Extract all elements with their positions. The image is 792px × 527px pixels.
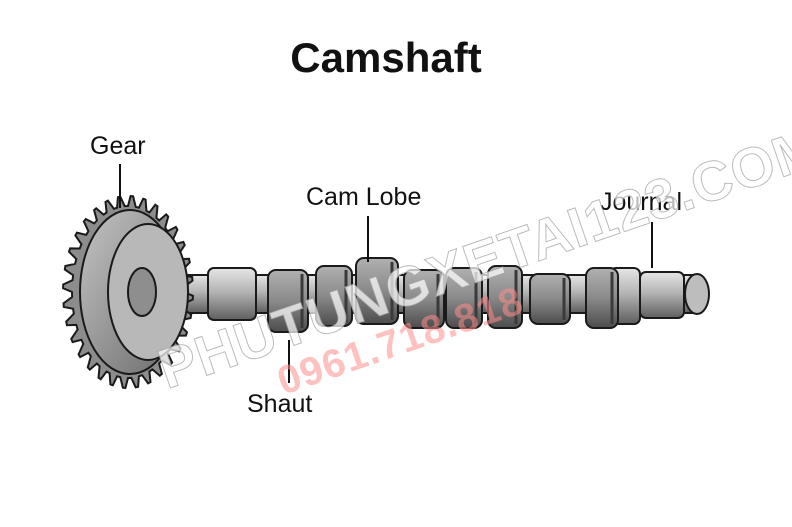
label-journal: Journal [600,188,682,216]
cam-lobes [267,257,619,333]
label-gear: Gear [90,132,146,160]
cam-lobe-1 [267,269,309,333]
diagram-title: Camshaft [290,34,482,81]
cam-lobe-4 [403,269,445,329]
cam-lobe-5 [445,267,483,329]
cam-lobe-7 [529,273,571,325]
label-cam-lobe: Cam Lobe [306,183,422,211]
label-shaut: Shaut [247,390,313,418]
gear-hub [127,267,157,317]
cam-lobe-6 [487,265,523,329]
gear [62,195,194,389]
journal-1 [207,267,257,321]
cam-lobe-2 [315,265,353,327]
journal-3 [639,271,685,319]
shaft-end [684,273,710,315]
cam-lobe-8 [585,267,619,329]
cam-lobe-3 [355,257,399,325]
